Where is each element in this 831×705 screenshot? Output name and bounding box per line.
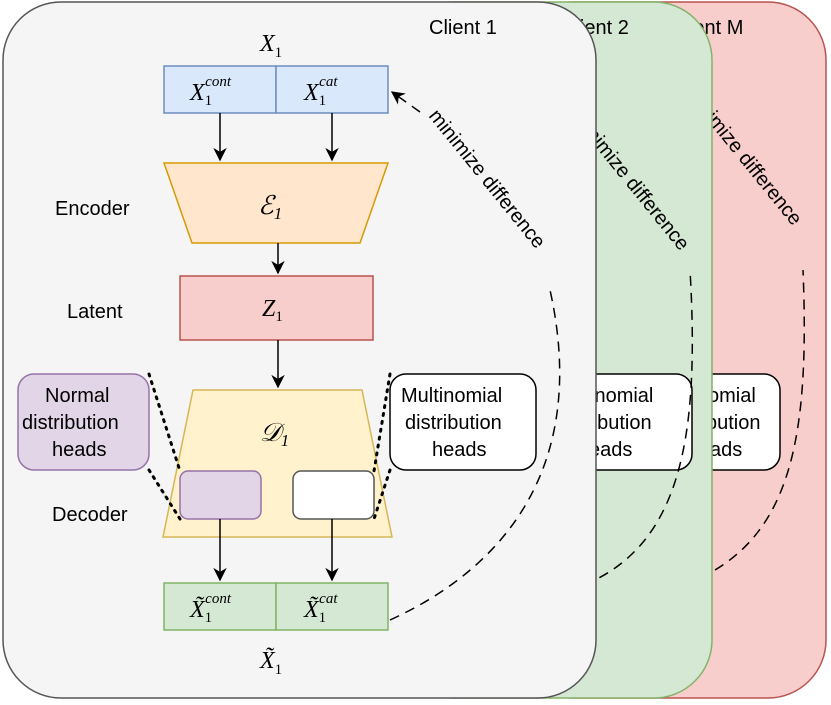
multinomial-heads-line-1: Multinomial — [401, 385, 502, 407]
output-cont-box — [163, 582, 277, 631]
client-m-head-line-3: ads — [710, 439, 742, 461]
latent-box — [179, 275, 374, 341]
client-2-head-line-2: ribution — [586, 412, 652, 434]
normal-heads-callout — [17, 373, 150, 471]
input-cat-box — [275, 65, 389, 114]
multinomial-callout-dots-top — [372, 372, 392, 473]
client-m-head-line-1: omial — [708, 385, 756, 407]
encoder-trapezoid — [162, 162, 390, 244]
input-cat-symbol: X1cat — [303, 74, 338, 109]
input-title: X1 — [259, 31, 282, 61]
input-cont-symbol: X1cont — [189, 74, 232, 109]
encoder-symbol: ℰ1 — [258, 191, 282, 223]
output-cat-box — [275, 582, 389, 631]
normal-callout-dots-bottom — [147, 468, 182, 521]
multinomial-heads-callout — [389, 373, 537, 471]
client-1-panel — [2, 1, 597, 699]
output-cat-symbol: X̃1cat — [303, 591, 338, 626]
decoder-label: Decoder — [52, 504, 128, 526]
output-cont-symbol: X̃1cont — [189, 591, 232, 626]
output-title: X̃1 — [259, 647, 282, 678]
normal-callout-dots-top — [147, 372, 182, 473]
normal-heads-line-3: heads — [52, 439, 107, 461]
client-1-loss-arrow — [390, 91, 421, 113]
latent-label: Latent — [67, 301, 123, 323]
multinomial-heads-line-3: heads — [432, 439, 487, 461]
client-2-loss-curve — [583, 269, 694, 586]
client-2-head-line-3: eads — [589, 439, 632, 461]
multinomial-callout-dots-bottom — [372, 468, 392, 521]
latent-symbol: Z1 — [262, 296, 283, 325]
client-m-head-line-2: bution — [706, 412, 761, 434]
multinomial-heads-line-2: distribution — [405, 412, 502, 434]
client-1-label: Client 1 — [429, 17, 497, 39]
client-2-head-line-1: inomial — [590, 385, 653, 407]
client-m-loss-curve — [699, 269, 805, 579]
decoder-multinomial-head — [292, 470, 375, 520]
normal-heads-line-2: distribution — [22, 412, 119, 434]
encoder-label: Encoder — [55, 198, 130, 220]
normal-heads-line-1: Normal — [45, 385, 109, 407]
decoder-normal-head — [179, 470, 262, 520]
